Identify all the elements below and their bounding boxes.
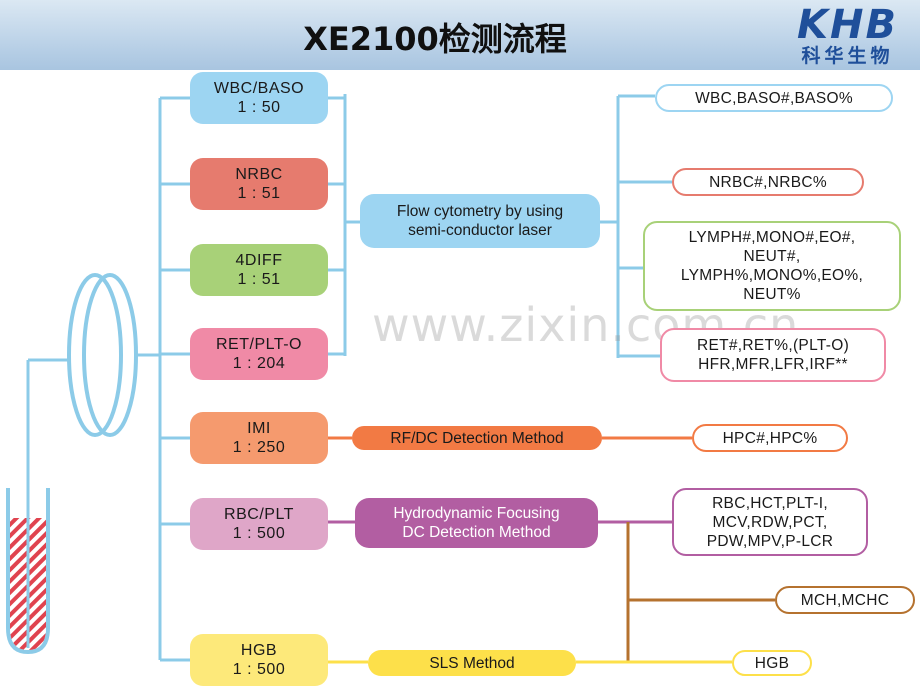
method-line: Flow cytometry by using — [396, 203, 564, 220]
result-line: WBC,BASO#,BASO% — [695, 89, 853, 107]
channel-ratio: 1 : 204 — [232, 355, 286, 372]
result-line: LYMPH#,MONO#,EO#, — [688, 229, 856, 246]
result-line: RET#,RET%,(PLT-O) — [696, 337, 850, 354]
channel-ratio: 1 : 50 — [237, 99, 281, 116]
channel-ratio: 1 : 250 — [232, 439, 286, 456]
logo-main-text: KHB — [797, 2, 898, 48]
method-sls: SLS Method — [368, 650, 576, 676]
method-line: Hydrodynamic Focusing — [393, 505, 560, 522]
channel-name: RBC/PLT — [224, 506, 294, 523]
test-tube-icon — [6, 360, 50, 655]
result-line: NEUT% — [743, 286, 801, 303]
result-line: PDW,MPV,P-LCR — [706, 532, 834, 550]
result-line: LYMPH%,MONO%,EO%, — [680, 267, 864, 284]
result-hpc: HPC#,HPC% — [692, 424, 848, 452]
channel-name: IMI — [247, 420, 271, 437]
channel-wbc-baso: WBC/BASO 1 : 50 — [190, 72, 328, 124]
channel-rbc-plt: RBC/PLT 1 : 500 — [190, 498, 328, 550]
result-line: HFR,MFR,LFR,IRF** — [698, 356, 848, 373]
channel-name: NRBC — [235, 166, 283, 183]
result-line: HPC#,HPC% — [722, 429, 818, 447]
method-hydrodynamic-focusing: Hydrodynamic Focusing DC Detection Metho… — [355, 498, 598, 548]
result-line: HGB — [754, 654, 790, 672]
channel-ratio: 1 : 500 — [232, 525, 286, 542]
channel-nrbc: NRBC 1 : 51 — [190, 158, 328, 210]
result-line: RBC,HCT,PLT-I, — [712, 494, 828, 512]
result-4diff: LYMPH#,MONO#,EO#, NEUT#, LYMPH%,MONO%,EO… — [643, 221, 901, 311]
method-label: RF/DC Detection Method — [390, 429, 564, 447]
result-ret: RET#,RET%,(PLT-O) HFR,MFR,LFR,IRF** — [660, 328, 886, 382]
result-line: NRBC#,NRBC% — [709, 173, 827, 191]
method-flow-cytometry: Flow cytometry by using semi-conductor l… — [360, 194, 600, 248]
channel-name: 4DIFF — [235, 252, 283, 269]
logo-sub-text: 科华生物 — [801, 45, 894, 67]
result-line: MCV,RDW,PCT, — [712, 513, 828, 531]
khb-logo: KHB 科华生物 — [797, 4, 898, 66]
result-wbc-baso: WBC,BASO#,BASO% — [655, 84, 893, 112]
channel-name: RET/PLT-O — [216, 336, 302, 353]
channel-ratio: 1 : 51 — [237, 185, 281, 202]
sampling-disc-icon — [67, 273, 138, 437]
header-bar — [0, 0, 920, 70]
channel-4diff: 4DIFF 1 : 51 — [190, 244, 328, 296]
method-line: semi-conductor laser — [408, 222, 552, 239]
result-line: NEUT#, — [743, 248, 801, 265]
method-line: DC Detection Method — [402, 524, 551, 541]
channel-ret-plt-o: RET/PLT-O 1 : 204 — [190, 328, 328, 380]
result-mch-mchc: MCH,MCHC — [775, 586, 915, 614]
channel-ratio: 1 : 500 — [232, 661, 286, 678]
channel-hgb: HGB 1 : 500 — [190, 634, 328, 686]
result-rbc-plt: RBC,HCT,PLT-I, MCV,RDW,PCT, PDW,MPV,P-LC… — [672, 488, 868, 556]
result-nrbc: NRBC#,NRBC% — [672, 168, 864, 196]
channel-ratio: 1 : 51 — [237, 271, 281, 288]
channel-name: WBC/BASO — [213, 80, 305, 97]
channel-name: HGB — [240, 642, 278, 659]
result-line: MCH,MCHC — [800, 591, 890, 609]
channel-imi: IMI 1 : 250 — [190, 412, 328, 464]
page-title: XE2100检测流程 — [303, 20, 567, 58]
result-hgb: HGB — [732, 650, 812, 676]
method-rf-dc: RF/DC Detection Method — [352, 426, 602, 450]
method-label: SLS Method — [429, 654, 515, 672]
